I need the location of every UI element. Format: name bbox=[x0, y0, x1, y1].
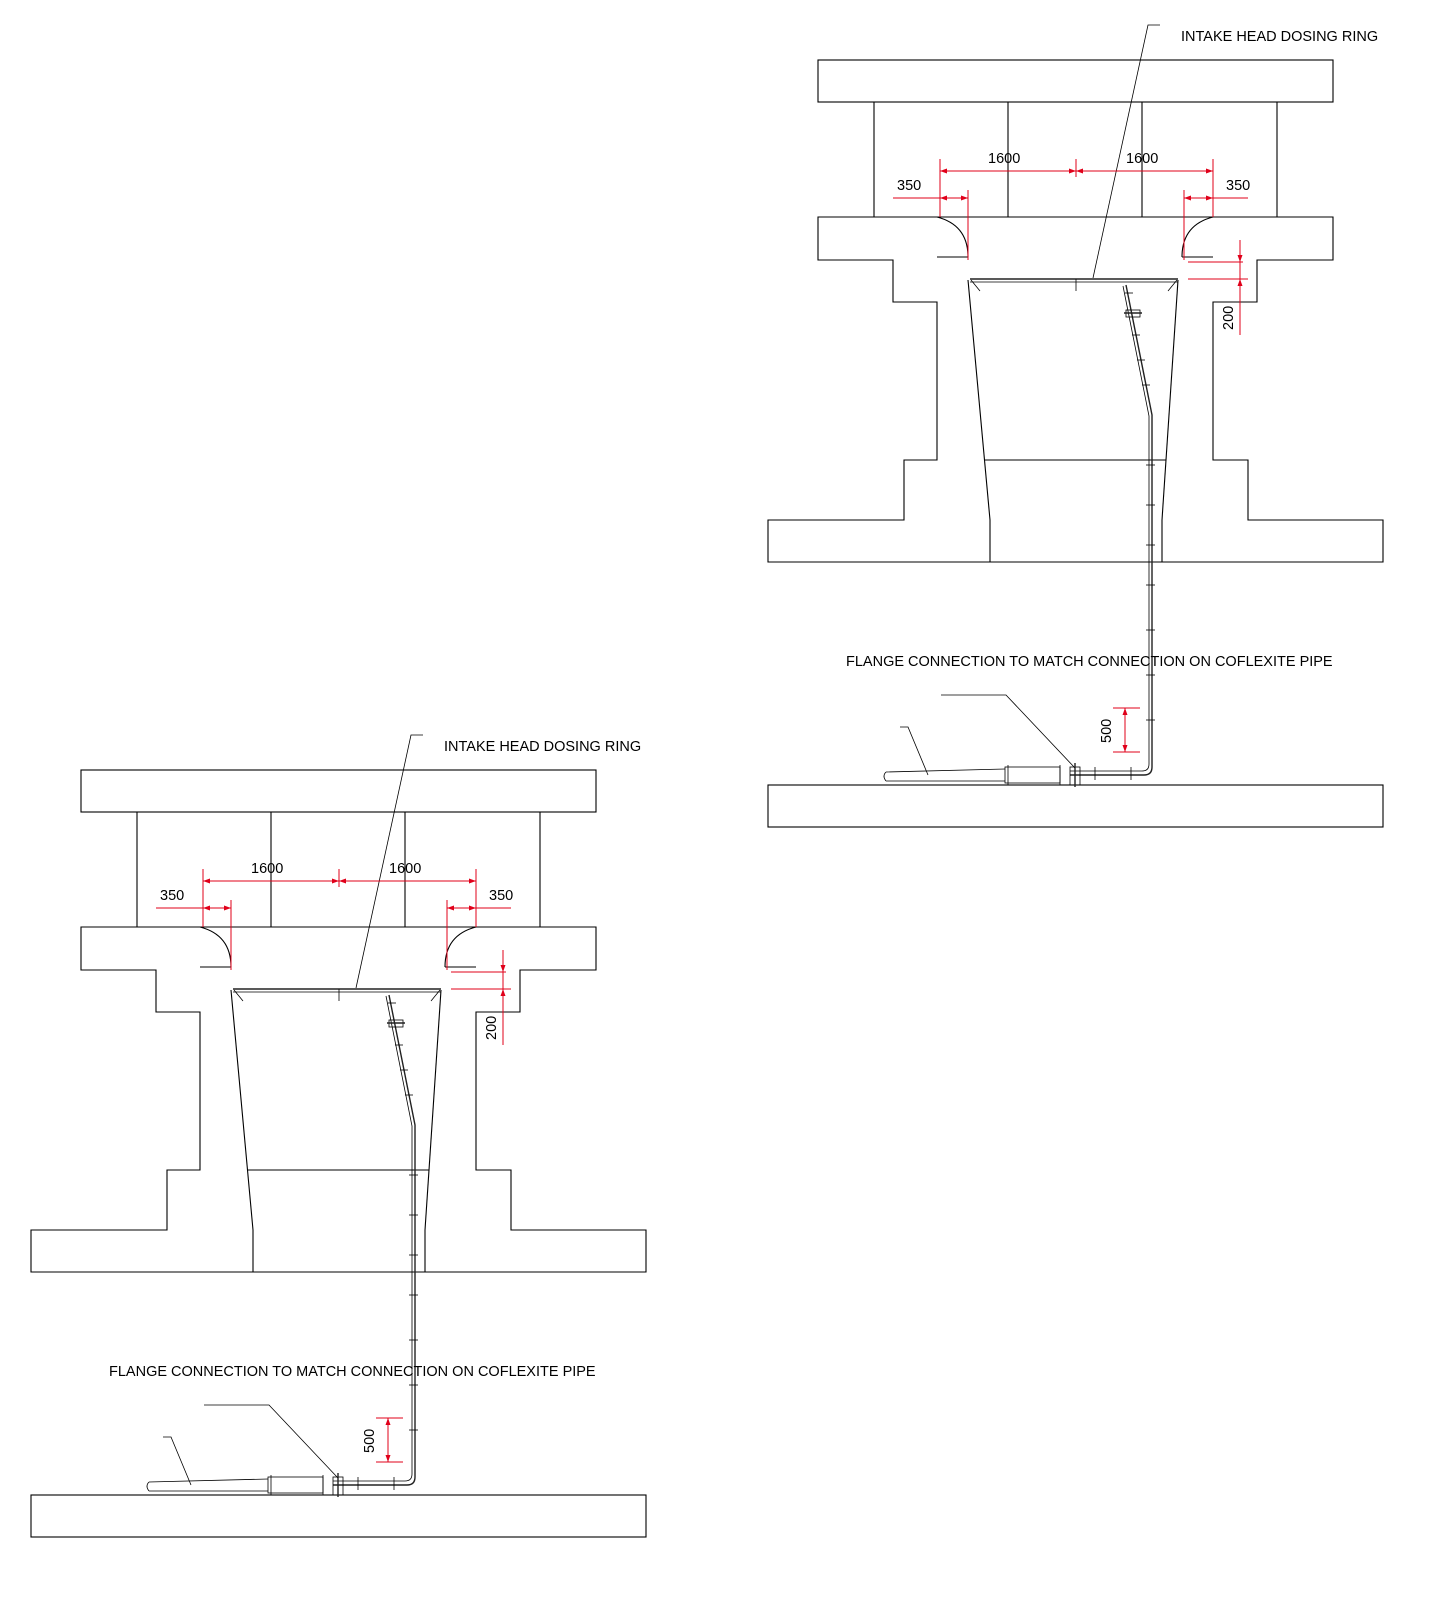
dim-offset-left: 350 bbox=[160, 888, 184, 904]
assembly-bottom-left: INTAKE HEAD DOSING RING FLANGE CONNECTIO… bbox=[31, 735, 646, 1537]
flange-label: FLANGE CONNECTION TO MATCH CONNECTION ON… bbox=[109, 1364, 596, 1380]
structure-outline-top bbox=[768, 25, 1383, 827]
dim-span-right: 1600 bbox=[1126, 151, 1158, 167]
dim-pipe-height: 500 bbox=[1099, 719, 1115, 743]
dim-offset-left: 350 bbox=[897, 178, 921, 194]
dim-offset-right: 350 bbox=[1226, 178, 1250, 194]
dim-pipe-height: 500 bbox=[362, 1429, 378, 1453]
dosing-ring-label: INTAKE HEAD DOSING RING bbox=[444, 739, 641, 755]
assembly-top-right: INTAKE HEAD DOSING RING FLANGE CONNECTIO… bbox=[768, 25, 1383, 827]
dim-span-left: 1600 bbox=[251, 861, 283, 877]
dosing-ring-label: INTAKE HEAD DOSING RING bbox=[1181, 29, 1378, 45]
flange-label: FLANGE CONNECTION TO MATCH CONNECTION ON… bbox=[846, 654, 1333, 670]
dim-span-left: 1600 bbox=[988, 151, 1020, 167]
dim-span-right: 1600 bbox=[389, 861, 421, 877]
structure-outline-bottom bbox=[31, 735, 646, 1537]
dim-depth: 200 bbox=[484, 1016, 500, 1040]
dim-offset-right: 350 bbox=[489, 888, 513, 904]
dim-depth: 200 bbox=[1221, 306, 1237, 330]
